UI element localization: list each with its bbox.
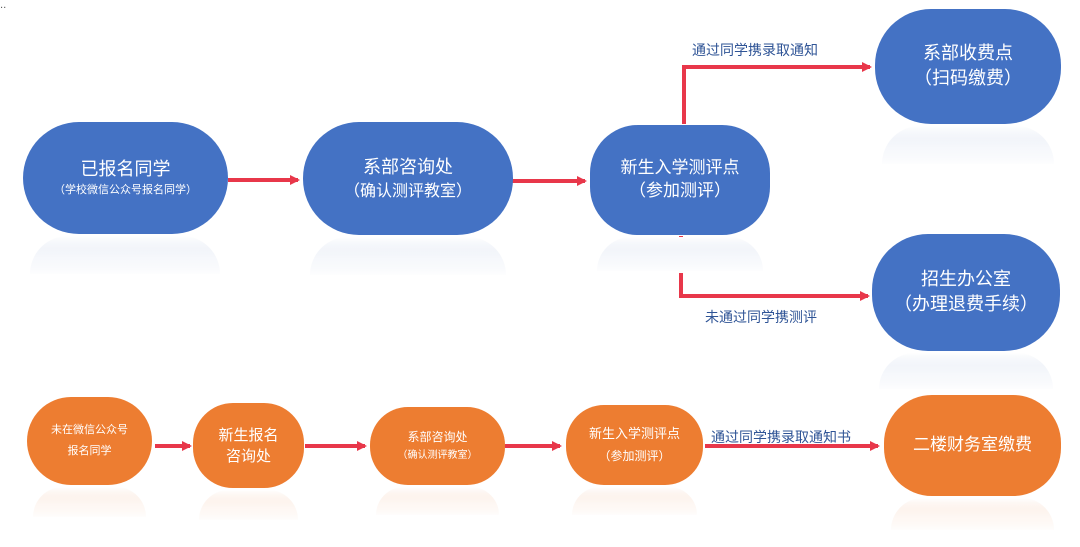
node-title: 招生办公室 [921,269,1011,291]
node-subtitle: 咨询处 [225,446,271,465]
node-admissions-office: 招生办公室 （办理退费手续） [872,234,1060,351]
node-subtitle: （参加测评） [598,448,671,463]
fail-label-top: 未通过同学携测评 [705,310,817,326]
node-title: 新生入学测评点 [588,427,680,443]
node-subtitle: （确认测评教室） [397,450,478,462]
corner-mark: .. [0,0,7,11]
arrow-test-to-fee-point [682,62,872,124]
node-unregistered-students: 未在微信公众号 报名同学 [27,397,152,485]
node-registered-students: 已报名同学 （学校微信公众号报名同学） [23,122,228,234]
node-subtitle: （办理退费手续） [894,293,1038,315]
node-title: 二楼财务室缴费 [913,435,1032,456]
node-subtitle: （参加测评） [629,181,731,201]
node-department-consult-bottom: 系部咨询处 （确认测评教室） [370,407,505,485]
node-department-consult: 系部咨询处 （确认测评教室） [303,122,513,235]
node-subtitle: （学校微信公众号报名同学） [54,182,197,196]
node-title: 已报名同学 [80,159,171,181]
node-title: 未在微信公众号 [51,423,128,437]
node-finance-office: 二楼财务室缴费 [884,395,1061,496]
node-subtitle: （扫码缴费） [914,67,1022,89]
node-title: 系部收费点 [923,43,1013,65]
node-title: 系部咨询处 [363,156,453,178]
node-title: 新生入学测评点 [620,158,740,179]
pass-label-bottom: 通过同学携录取通知书 [711,430,851,446]
node-freshman-test: 新生入学测评点 （参加测评） [590,125,770,235]
arrow-test-to-admissions [679,236,870,301]
node-freshman-test-bottom: 新生入学测评点 （参加测评） [566,405,703,485]
node-fee-point: 系部收费点 （扫码缴费） [875,9,1061,124]
node-title: 新生报名 [218,426,279,445]
pass-label-top: 通过同学携录取通知 [692,43,818,59]
node-title: 系部咨询处 [407,430,468,445]
node-subtitle: 报名同学 [67,444,112,457]
node-signup-consult: 新生报名 咨询处 [193,403,304,488]
node-subtitle: （确认测评教室） [343,180,472,200]
